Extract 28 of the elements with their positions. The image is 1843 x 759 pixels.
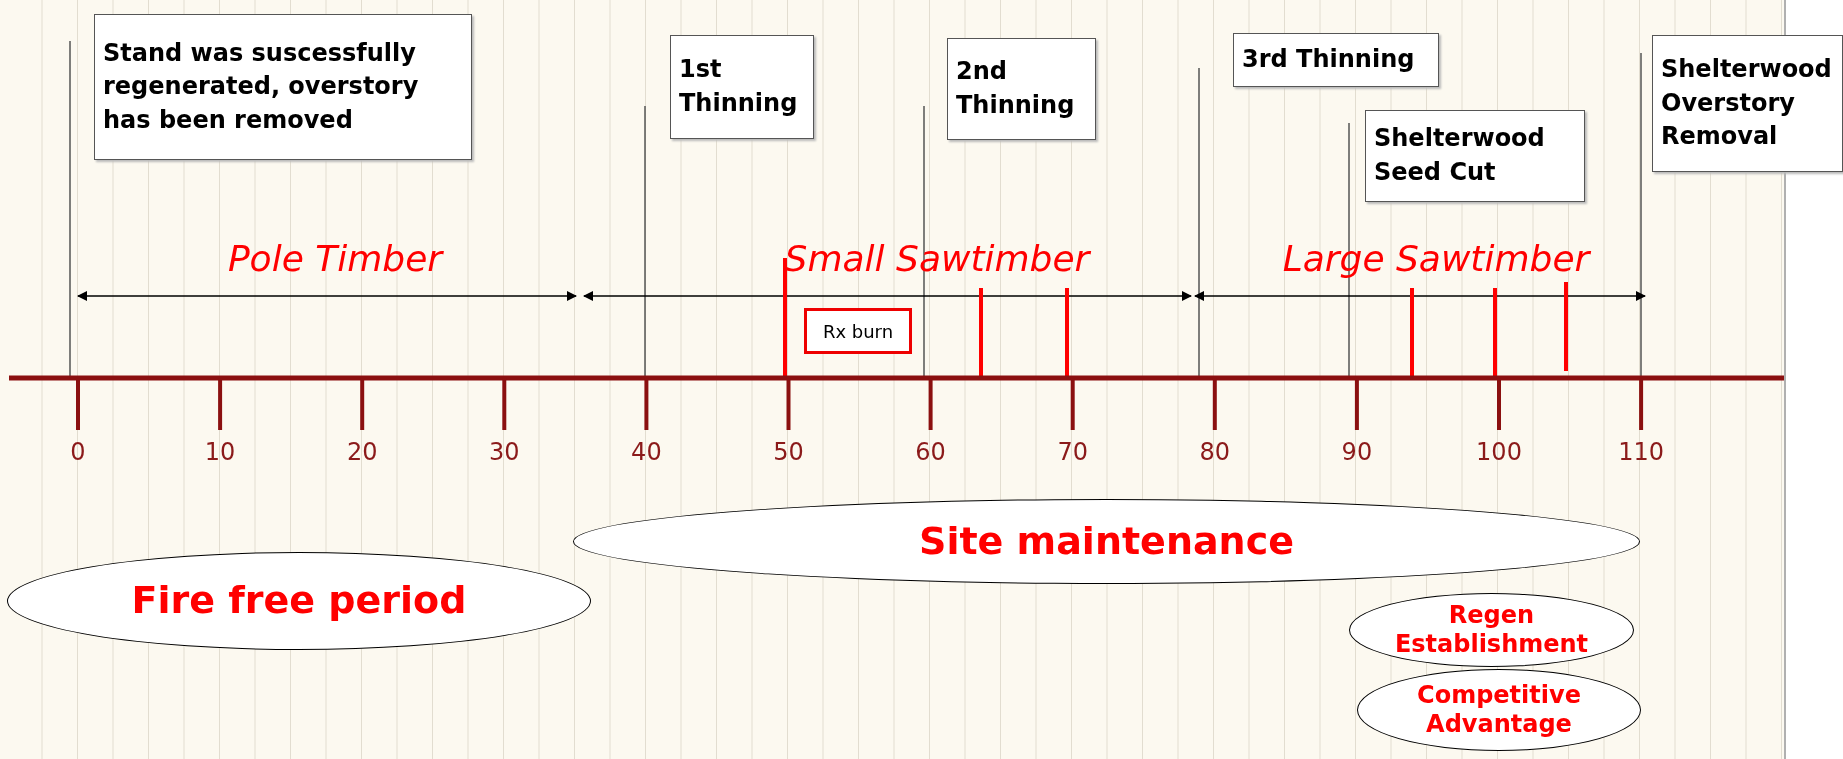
axis-tick-label: 70 xyxy=(1057,438,1088,466)
axis-tick-label: 60 xyxy=(915,438,946,466)
axis-tick-label: 80 xyxy=(1199,438,1231,466)
event-callout: Shelterwood Overstory Removal xyxy=(1652,35,1843,172)
stage-label: Small Sawtimber xyxy=(784,238,1090,279)
axis-tick-label: 100 xyxy=(1476,438,1522,466)
event-callout: 1st Thinning xyxy=(670,35,814,139)
event-callout: Stand was suscessfully regenerated, overstory has been removed xyxy=(94,14,472,160)
leader-line xyxy=(644,105,646,377)
axis-tick-label: 30 xyxy=(489,438,520,466)
axis-tick-label: 10 xyxy=(204,438,236,466)
axis-tick-label: 0 xyxy=(70,438,86,466)
leader-line xyxy=(1198,67,1200,377)
axis-tick-label: 40 xyxy=(631,438,662,466)
event-callout: 3rd Thinning xyxy=(1233,33,1439,87)
leader-line xyxy=(1640,52,1642,377)
leader-line xyxy=(69,40,71,377)
axis-tick-label: 50 xyxy=(773,438,804,466)
axis-tick-label: 90 xyxy=(1341,438,1373,466)
event-callout: 2nd Thinning xyxy=(947,38,1096,140)
leader-line xyxy=(923,105,925,377)
axis-tick-label: 110 xyxy=(1618,438,1664,466)
event-box: Rx burn xyxy=(804,308,912,354)
stage-label: Pole Timber xyxy=(227,238,443,279)
stage-label: Large Sawtimber xyxy=(1282,238,1590,279)
axis-tick-label: 20 xyxy=(346,438,378,466)
event-callout: Shelterwood Seed Cut xyxy=(1365,110,1585,202)
leader-line xyxy=(1348,122,1350,377)
